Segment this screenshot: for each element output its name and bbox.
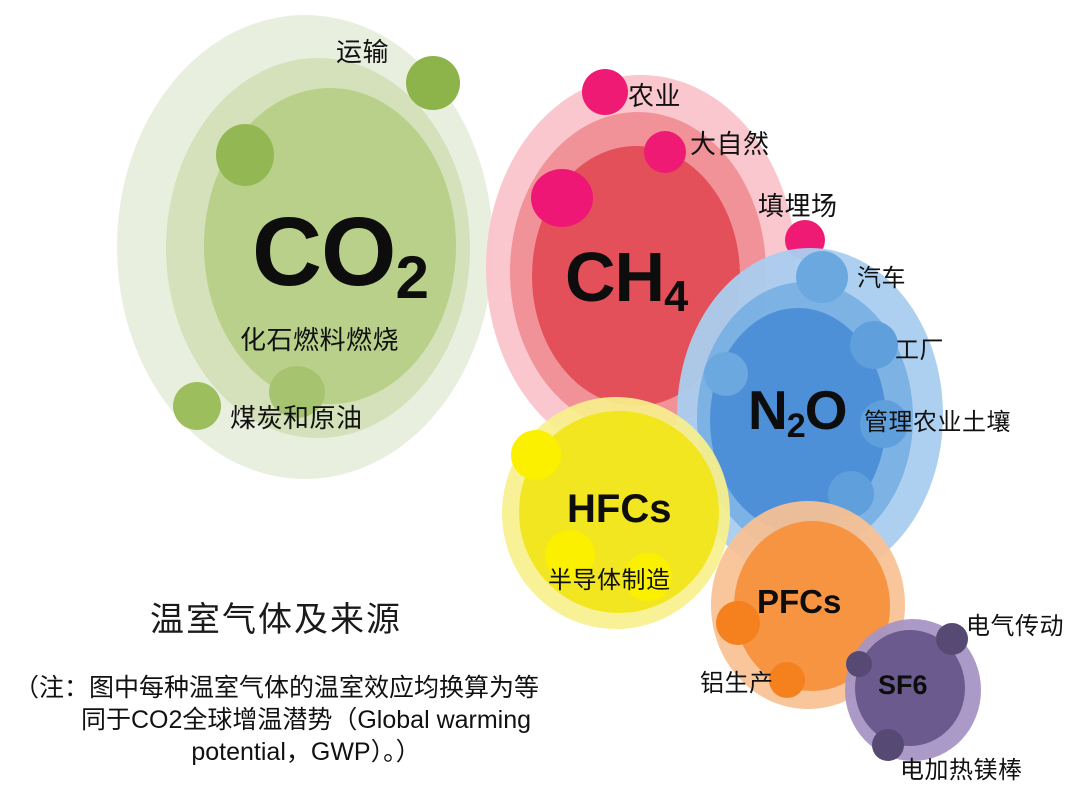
co2-source-dot-transport	[406, 56, 460, 110]
hfcs-source-dot-mid	[545, 530, 595, 580]
gas-label-n2o-sub: 2	[786, 406, 806, 445]
caption-line-2: 同于CO2全球增温潜势（Global warming	[80, 706, 532, 734]
gas-label-n2o-suffix: O	[804, 379, 848, 441]
ch4-source-dot-agriculture	[582, 69, 628, 115]
source-label-semiconductor: 半导体制造	[548, 567, 671, 594]
gas-group-hfcs	[502, 397, 730, 629]
sf6-source-dot-left	[846, 651, 872, 677]
n2o-source-dot-cars	[796, 251, 848, 303]
source-label-aluminium: 铝生产	[700, 670, 774, 697]
gas-label-ch4-sub: 4	[664, 272, 688, 321]
n2o-source-dot-left	[704, 352, 748, 396]
source-label-cars: 汽车	[857, 265, 906, 292]
sf6-source-dot-electric-drive	[936, 623, 968, 655]
caption-line-3: potential，GWP）。）	[191, 738, 421, 766]
gas-label-sf6: SF6	[878, 670, 928, 700]
source-label-transport: 运输	[336, 37, 390, 67]
pfcs-core	[734, 521, 890, 691]
n2o-source-dot-soil	[860, 400, 908, 448]
caption-note: （注：图中每种温室气体的温室效应均换算为等 同于CO2全球增温潜势（Global…	[6, 672, 606, 768]
ch4-source-dot-nature	[644, 131, 686, 173]
sf6-core	[855, 630, 965, 746]
hfcs-source-dot-upper	[511, 430, 561, 480]
gas-group-sf6	[845, 619, 981, 761]
sf6-source-dot-magnesium	[872, 729, 904, 761]
gas-label-pfcs: PFCs	[757, 583, 842, 620]
gas-label-co2-text: CO	[252, 197, 396, 306]
gas-group-n2o	[677, 248, 943, 582]
n2o-source-dot-lower	[828, 471, 874, 517]
gas-label-n2o: N2O	[748, 378, 848, 445]
gas-label-ch4-text: CH	[565, 238, 665, 316]
page-title: 温室气体及来源	[150, 601, 402, 639]
pfcs-source-dot-aluminium	[716, 601, 760, 645]
source-label-managed-soil: 管理农业土壤	[864, 409, 1011, 436]
source-label-coal-oil: 煤炭和原油	[230, 403, 363, 433]
gas-label-hfcs: HFCs	[567, 487, 672, 531]
gas-label-co2: CO2	[252, 196, 429, 312]
source-label-factory: 工厂	[895, 337, 944, 364]
co2-source-dot-fossil	[216, 124, 274, 186]
source-label-fossil-fuel: 化石燃料燃烧	[240, 325, 400, 355]
gas-label-ch4: CH4	[565, 237, 688, 321]
source-label-electric-drive: 电气传动	[966, 613, 1064, 640]
gas-label-co2-sub: 2	[395, 244, 429, 312]
source-label-landfill: 填埋场	[758, 191, 838, 221]
source-label-agriculture: 农业	[628, 81, 682, 111]
ch4-source-dot-large	[531, 169, 593, 227]
gas-label-n2o-text: N	[748, 379, 788, 441]
co2-source-dot-coal	[173, 382, 221, 430]
source-label-magnesium-rod: 电加热镁棒	[900, 757, 1023, 784]
source-label-nature: 大自然	[690, 129, 770, 159]
caption-line-1: （注：图中每种温室气体的温室效应均换算为等	[14, 674, 540, 702]
n2o-source-dot-factory	[850, 321, 898, 369]
hfcs-source-dot-semiconductor	[624, 553, 672, 601]
pfcs-source-dot-lower	[769, 662, 805, 698]
gas-group-co2	[117, 15, 493, 479]
co2-source-dot-inner	[269, 366, 325, 418]
